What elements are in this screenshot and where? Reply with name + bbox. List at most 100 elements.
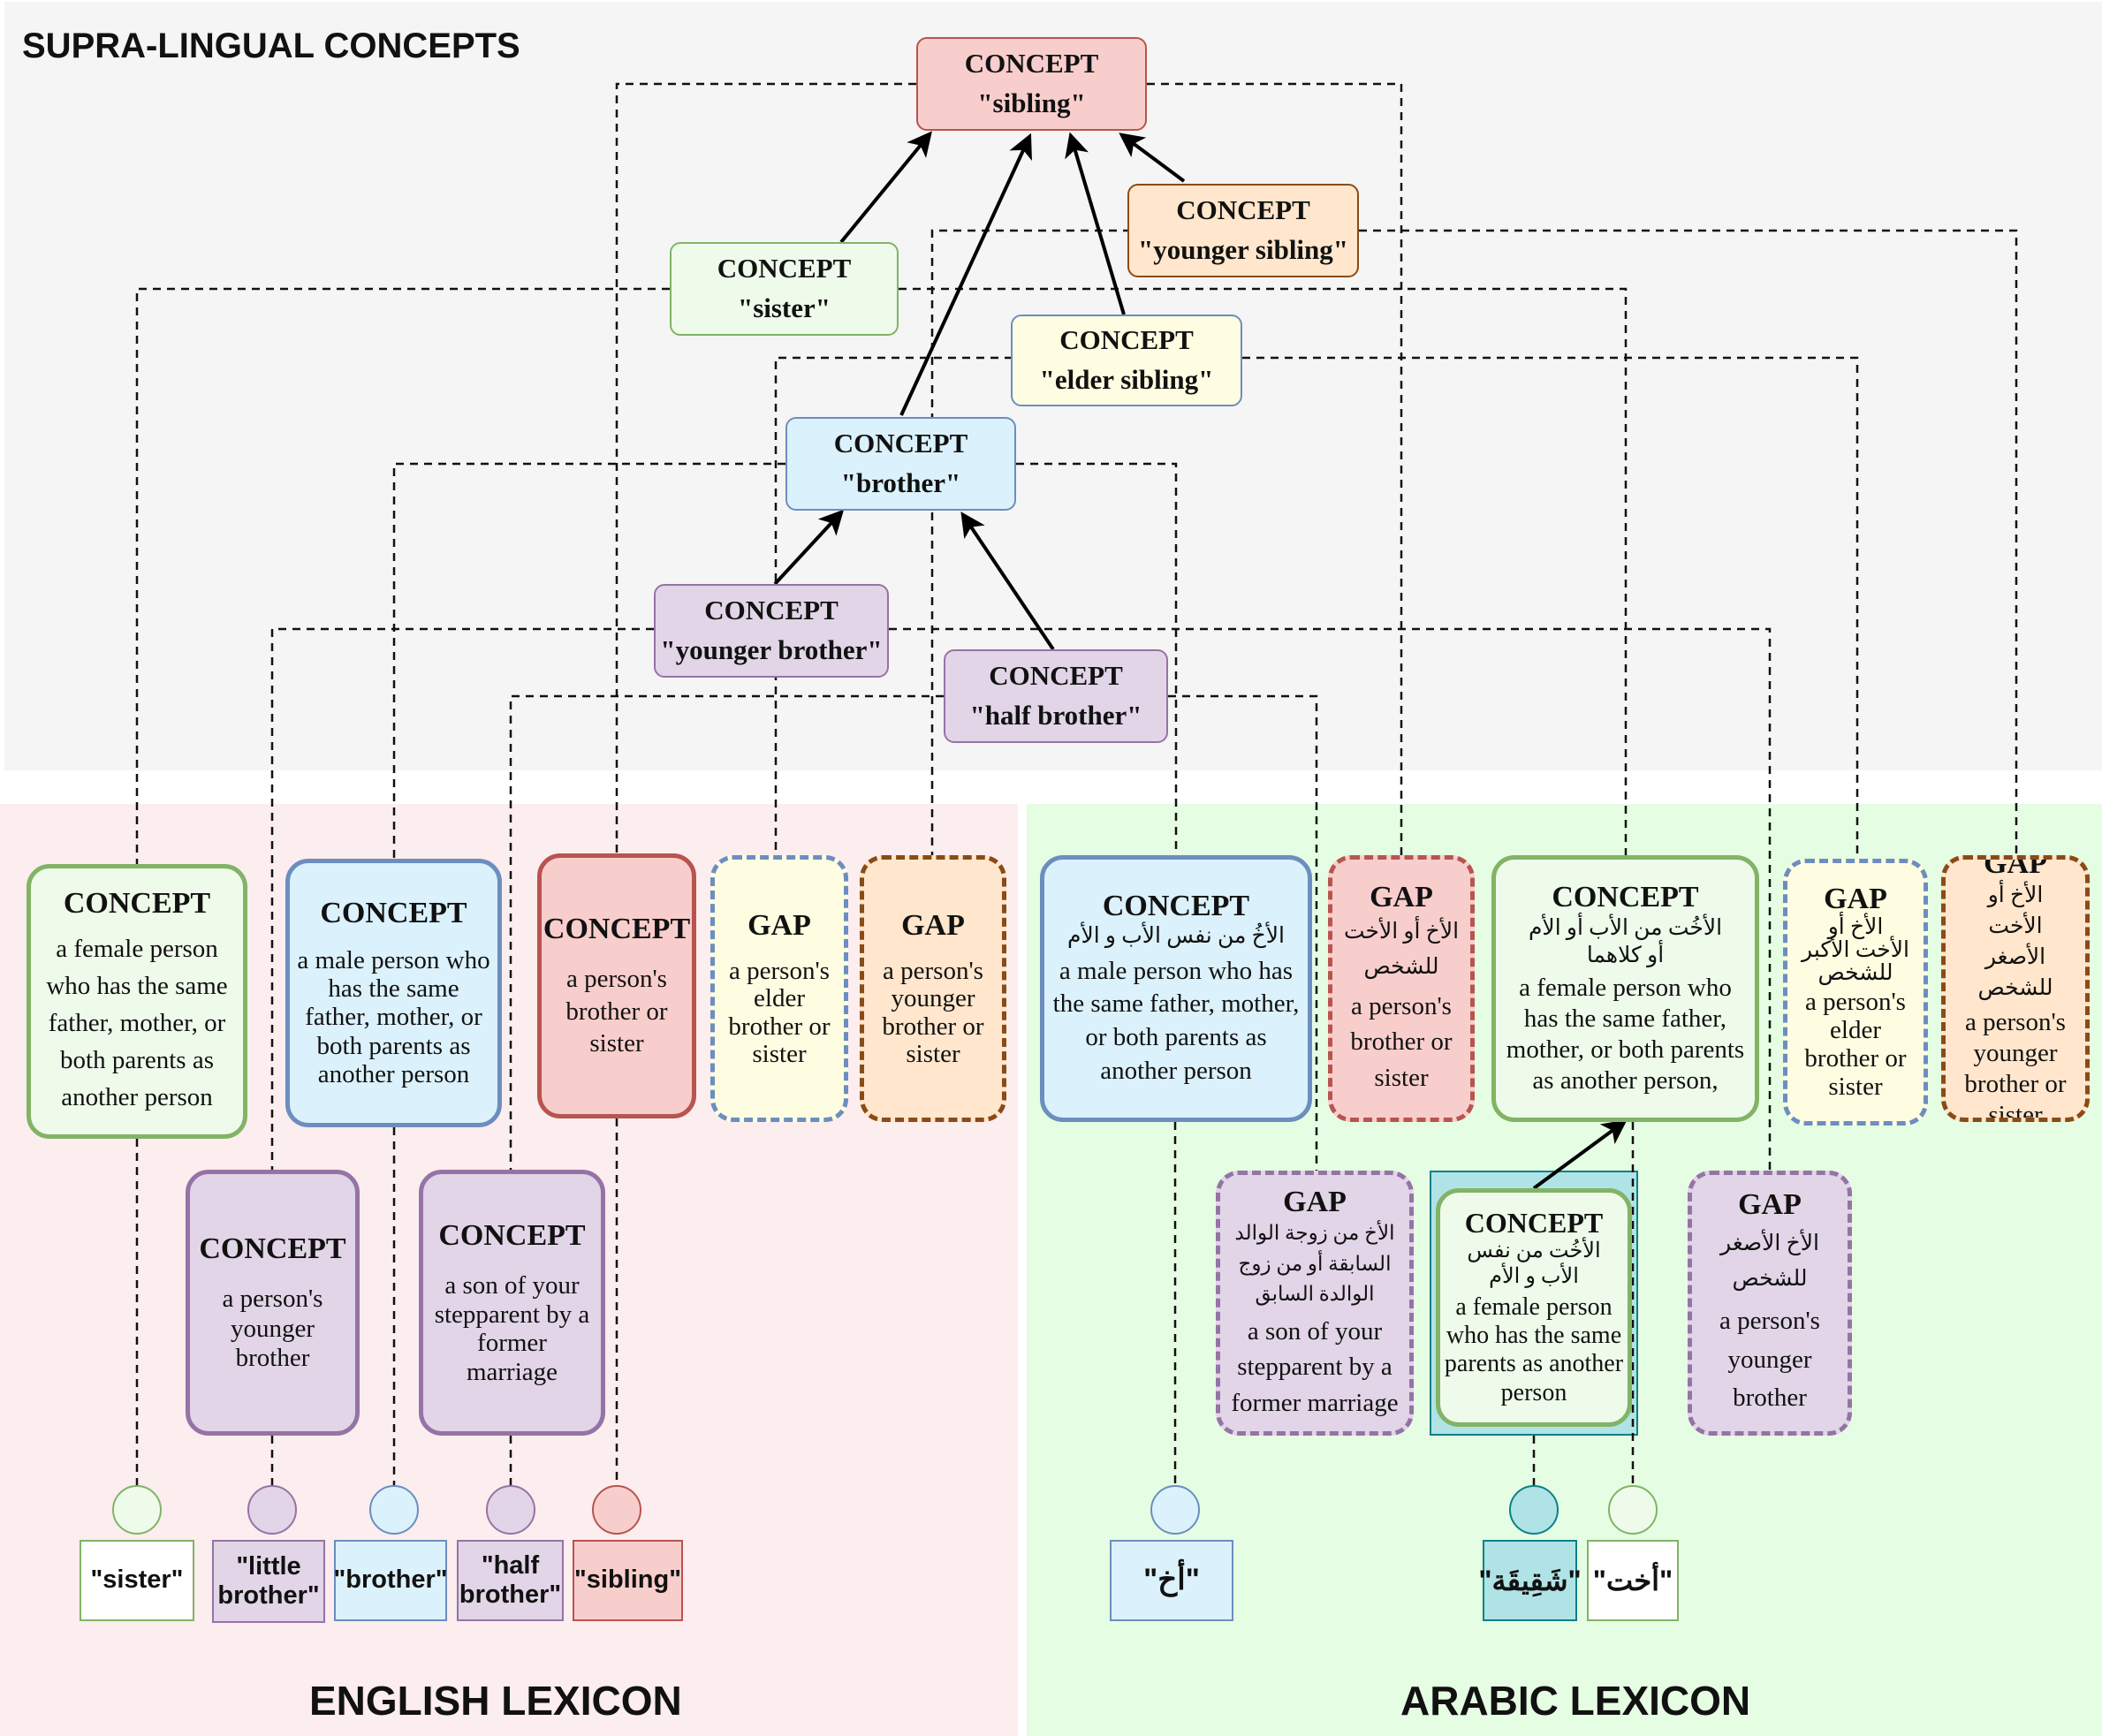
ar-word-ukht[interactable]: "أخت" (1587, 1540, 1679, 1621)
node-definition: a male person who has the same father, m… (1052, 956, 1300, 1085)
word-node-circle (247, 1485, 297, 1535)
node-head: GAP (747, 908, 811, 942)
link-elder-sibling-en (774, 356, 1013, 855)
node-head: CONCEPT (1552, 881, 1699, 914)
node-arabic-gloss: الأخ أو الأخت للشخص (1343, 919, 1460, 979)
word-node-circle (369, 1485, 419, 1535)
concept-name: "younger sibling" (1138, 234, 1348, 265)
arabic-lexicon-title: ARABIC LEXICON (1400, 1678, 1751, 1724)
en-concept-half-brother[interactable]: CONCEPT a son of your stepparent by a fo… (419, 1170, 605, 1436)
ar-concept-full-sister[interactable]: CONCEPT الأخُت من نفس الأب و الأم a fema… (1436, 1188, 1632, 1427)
node-definition: a male person who has the same father, m… (297, 945, 490, 1089)
word-node-circle (1509, 1485, 1559, 1535)
node-head: GAP (1824, 883, 1887, 916)
node-arabic-gloss: الأخ أو الأخت الأصغر للشخص (1977, 883, 2053, 1001)
concept-head: CONCEPT (833, 428, 968, 459)
link-brother-ar (1016, 462, 1178, 855)
ar-gap-half-brother[interactable]: GAP الأخ من زوجة الوالد السابقة أو من زو… (1216, 1171, 1414, 1436)
node-arabic-gloss: الأخُ من نفس الأب و الأم (1067, 924, 1285, 949)
link-sister-en (135, 287, 670, 864)
ar-gap-sibling[interactable]: GAP الأخ أو الأخت للشخص a person's broth… (1328, 855, 1475, 1122)
en-gap-elder[interactable]: GAP a person's elder brother or sister (710, 855, 848, 1122)
concept-name: "half brother" (969, 700, 1142, 731)
node-head: CONCEPT (438, 1218, 586, 1252)
word-node-circle (592, 1485, 641, 1535)
en-concept-younger-brother[interactable]: CONCEPT a person's younger brother (186, 1170, 360, 1436)
node-definition: a person's younger brother or sister (882, 957, 984, 1068)
node-definition: a person's elder brother or sister (1804, 988, 1907, 1101)
node-definition: a person's younger brother (222, 1285, 323, 1372)
ar-word-shaqiqa[interactable]: "شَقِيقَة" (1478, 1540, 1582, 1621)
node-arabic-gloss: الأخ أو الأخت الأكبر للشخص (1802, 914, 1909, 986)
link-half-brother-ar (1168, 694, 1318, 1171)
concept-name: "younger brother" (660, 634, 883, 665)
arrow-brother-sibling (899, 133, 1032, 416)
link-younger-sibling-en (930, 229, 1131, 855)
node-head: CONCEPT (199, 1232, 346, 1265)
ar-concept-brother[interactable]: CONCEPT الأخُ من نفس الأب و الأم a male … (1040, 855, 1312, 1122)
concept-head: CONCEPT (717, 253, 852, 284)
link-sister-ar (899, 287, 1628, 855)
node-definition: a female person who has the same parents… (1444, 1293, 1624, 1406)
link-sibling-en (615, 82, 916, 855)
arrow-fullsister-sister (1532, 1119, 1628, 1190)
node-definition: a son of your stepparent by a former mar… (1231, 1316, 1399, 1417)
concept-name: "brother" (840, 467, 961, 498)
en-word-little-brother[interactable]: "little brother" (212, 1540, 325, 1623)
node-head: CONCEPT (320, 897, 467, 930)
en-word-half-brother[interactable]: "half brother" (457, 1540, 564, 1621)
node-definition: a person's brother or sister (565, 965, 668, 1058)
concept-head: CONCEPT (964, 48, 1099, 80)
node-definition: a person's elder brother or sister (728, 957, 831, 1068)
concept-head: CONCEPT (989, 660, 1123, 692)
node-head: CONCEPT (543, 912, 691, 945)
concept-head: CONCEPT (1059, 324, 1194, 356)
english-lexicon-title: ENGLISH LEXICON (309, 1678, 682, 1724)
node-head: GAP (1738, 1188, 1802, 1222)
supra-concept-younger-brother[interactable]: CONCEPT "younger brother" (654, 584, 889, 678)
ar-gap-younger-brother[interactable]: GAP الأخ الأصغر للشخص a person's younger… (1688, 1171, 1852, 1436)
ar-gap-younger[interactable]: GAP الأخ أو الأخت الأصغر للشخص a person'… (1941, 855, 2090, 1122)
supra-concept-brother[interactable]: CONCEPT "brother" (785, 417, 1016, 511)
ar-concept-sister[interactable]: CONCEPT الأخُت من الأب أو الأم أو كلاهما… (1491, 855, 1759, 1122)
en-concept-sister[interactable]: CONCEPT a female person who has the same… (27, 864, 247, 1139)
concept-name: "elder sibling" (1039, 364, 1214, 395)
word-node-circle (112, 1485, 162, 1535)
node-arabic-gloss: الأخُت من نفس الأب و الأم (1467, 1239, 1601, 1289)
node-definition: a female person who has the same father,… (46, 935, 228, 1112)
node-definition: a person's younger brother (1719, 1307, 1820, 1413)
supra-concept-sibling[interactable]: CONCEPT "sibling" (916, 37, 1147, 131)
en-word-sister[interactable]: "sister" (80, 1540, 194, 1621)
en-concept-brother[interactable]: CONCEPT a male person who has the same f… (285, 859, 502, 1127)
supra-concept-sister[interactable]: CONCEPT "sister" (670, 242, 899, 336)
arrow-younger-sibling (1119, 133, 1186, 183)
link-elder-sibling-ar (1242, 356, 1859, 855)
node-arabic-gloss: الأخُت من الأب أو الأم أو كلاهما (1528, 915, 1723, 968)
link-younger-brother-ar (889, 627, 1772, 1171)
node-arabic-gloss: الأخ من زوجة الوالد السابقة أو من زوج ال… (1234, 1222, 1395, 1306)
supra-concept-half-brother[interactable]: CONCEPT "half brother" (944, 649, 1168, 743)
word-node-circle (1150, 1485, 1200, 1535)
node-head: GAP (901, 908, 965, 942)
word-node-circle (1608, 1485, 1658, 1535)
concept-name: "sister" (737, 292, 831, 323)
link-sibling-ar (1147, 82, 1403, 855)
en-concept-sibling[interactable]: CONCEPT a person's brother or sister (537, 853, 696, 1118)
supra-concept-elder-sibling[interactable]: CONCEPT "elder sibling" (1011, 315, 1242, 406)
supra-concept-younger-sibling[interactable]: CONCEPT "younger sibling" (1127, 184, 1359, 277)
ar-gap-elder[interactable]: GAP الأخ أو الأخت الأكبر للشخص a person'… (1783, 859, 1928, 1126)
link-younger-brother-en (270, 627, 654, 1170)
arrow-elder-sibling (1065, 132, 1126, 315)
arrow-halfbro-brother (960, 512, 1055, 651)
node-definition: a person's brother or sister (1350, 991, 1453, 1092)
en-word-sibling[interactable]: "sibling" (573, 1540, 683, 1621)
supra-lingual-title: SUPRA-LINGUAL CONCEPTS (22, 27, 520, 65)
concept-name: "sibling" (977, 87, 1086, 118)
en-word-brother[interactable]: "brother" (334, 1540, 448, 1621)
link-half-brother-en (509, 694, 944, 1170)
node-definition: a son of your stepparent by a former mar… (434, 1271, 590, 1386)
concept-head: CONCEPT (704, 595, 839, 626)
en-gap-younger[interactable]: GAP a person's younger brother or sister (860, 855, 1006, 1122)
ar-word-akh[interactable]: "أخ" (1110, 1540, 1233, 1621)
